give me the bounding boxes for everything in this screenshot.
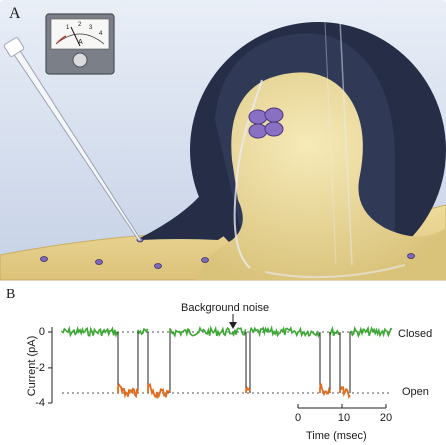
glass-pipette (3, 37, 142, 242)
closed-state-segment (61, 325, 118, 338)
annotation-background-noise: Background noise (181, 302, 270, 314)
y-tick-neg4: -4 (35, 397, 45, 409)
ammeter (45, 13, 115, 75)
ion-channel (248, 107, 284, 139)
y-tick-0: 0 (38, 326, 45, 338)
x-axis-label: Time (msec) (306, 430, 367, 442)
open-state-segment (319, 383, 331, 397)
closed-state-segment (137, 327, 149, 336)
meter-scale-3: 3 (89, 25, 93, 31)
panel-b-label: B (6, 287, 16, 302)
meter-scale-4: 4 (99, 31, 103, 37)
x-tick-20: 20 (379, 412, 393, 424)
x-tick-0: 0 (294, 412, 302, 424)
pipette-seal-wedge (140, 190, 230, 240)
meter-scale-1: 1 (66, 25, 70, 31)
meter-unit: A (78, 39, 83, 46)
pipette-wall-outline (233, 79, 263, 269)
open-state-segment (147, 382, 171, 400)
closed-state-segment (249, 325, 321, 339)
legend-closed: Closed (398, 328, 433, 340)
x-tick-10: 10 (337, 412, 351, 424)
legend-open: Open (402, 386, 429, 398)
panel-a-label: A (9, 5, 21, 22)
open-state-segment (339, 386, 351, 400)
closed-state-segment (349, 325, 393, 339)
y-tick-neg2: -2 (35, 362, 45, 374)
closed-state-segment (329, 325, 340, 337)
open-state-segment (117, 383, 139, 399)
meter-scale-2: 2 (78, 22, 82, 28)
annotation-arrow-head (229, 322, 237, 329)
open-state-segment (245, 386, 251, 393)
closed-state-segment (169, 325, 247, 338)
